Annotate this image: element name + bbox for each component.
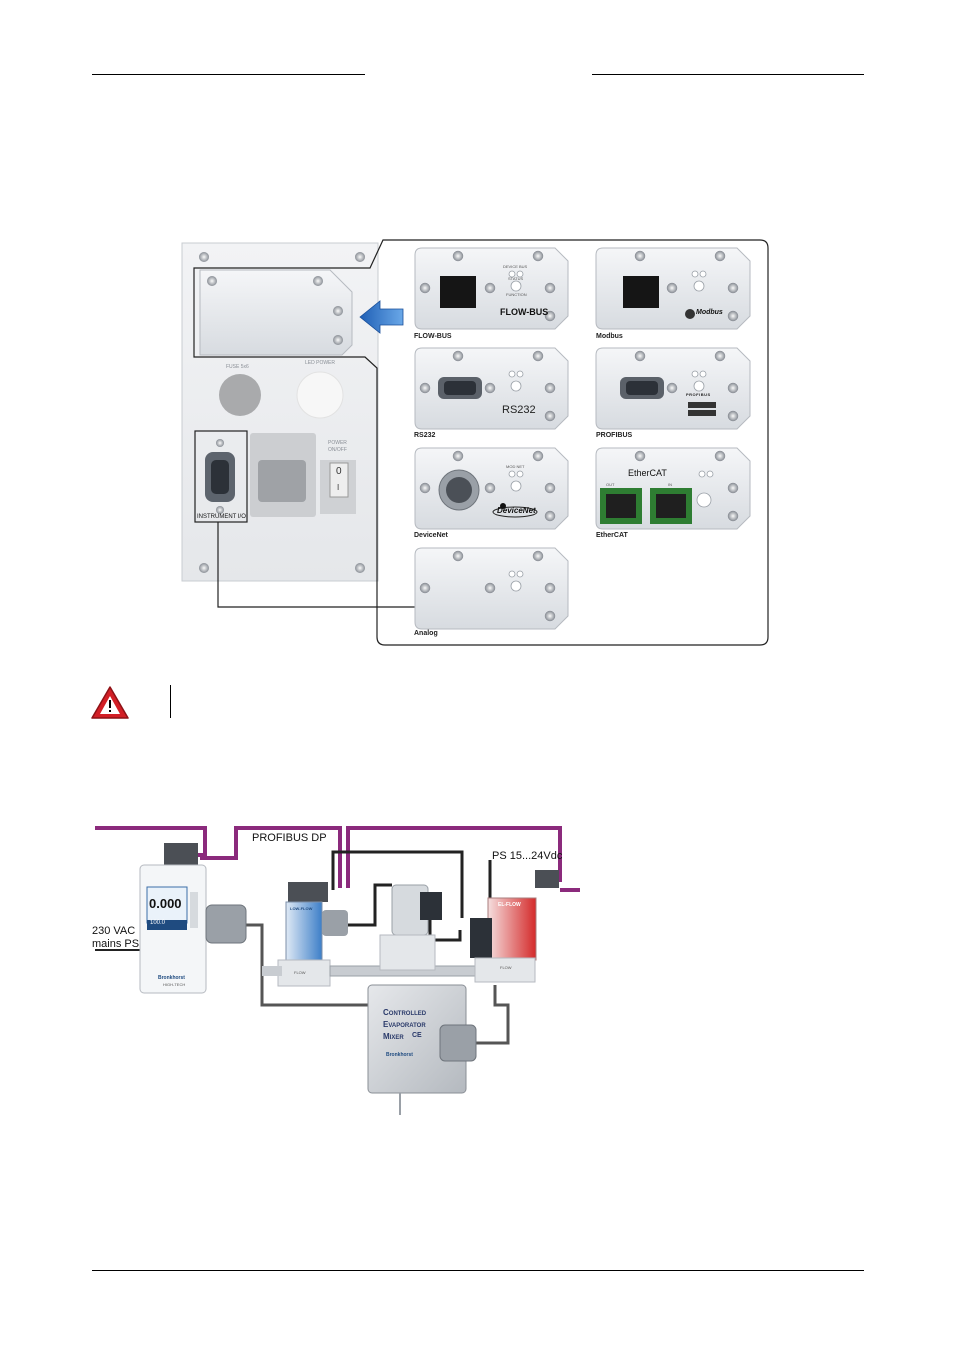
brand-cem: Bronkhorst xyxy=(386,1052,413,1058)
instrument-io-label: INSTRUMENT I/O xyxy=(197,514,246,520)
led-label-device-bus: DEVICE BUS xyxy=(503,264,528,269)
module-caption-rs232: RS232 xyxy=(414,432,436,439)
power-switch-label: POWER ON/OFF xyxy=(328,440,347,453)
cem-line-2: Evaporator xyxy=(383,1020,426,1029)
brand-readout-sub: HIGH-TECH xyxy=(163,982,186,987)
header-rule-right xyxy=(592,74,864,75)
module-logo-devicenet: DeviceNet xyxy=(497,506,536,515)
led-label-mod-net: MOD NET xyxy=(506,464,525,469)
module-logo-profibus: PROFIBUS xyxy=(686,392,711,397)
readout-value: 0.000 xyxy=(149,896,182,911)
profibus-dp-label: PROFIBUS DP xyxy=(252,832,327,844)
led-label-in: IN xyxy=(668,482,672,487)
flow-tag-left: FLOW xyxy=(294,970,306,975)
ps-label: PS 15...24Vdc xyxy=(492,850,563,862)
readout-small-value: 100.0 xyxy=(150,920,166,926)
led-label-out: OUT xyxy=(606,482,615,487)
brand-readout: Bronkhorst xyxy=(158,975,185,981)
flow-tag-right: FLOW xyxy=(500,965,512,970)
led-label-status: STATUS xyxy=(508,276,524,281)
led-label-function: FUNCTION xyxy=(506,292,527,297)
module-logo-flowbus: FLOW-BUS xyxy=(500,307,549,317)
module-caption-modbus: Modbus xyxy=(596,333,623,340)
header-rule-left xyxy=(92,74,365,75)
module-caption-ethercat: EtherCAT xyxy=(596,532,628,539)
switch-off-mark: I xyxy=(337,483,340,492)
module-caption-flowbus: FLOW-BUS xyxy=(414,333,452,340)
cem-line-1: Controlled xyxy=(383,1008,427,1017)
module-logo-rs232: RS232 xyxy=(502,404,536,416)
mains-label-2: mains PS xyxy=(92,938,140,950)
mains-label-1: 230 VAC xyxy=(92,925,136,937)
module-caption-analog: Analog xyxy=(414,630,438,637)
switch-on-mark: 0 xyxy=(336,466,342,477)
module-logo-modbus: Modbus xyxy=(696,309,723,316)
module-logo-ethercat: EtherCAT xyxy=(628,468,667,478)
module-caption-devicenet: DeviceNet xyxy=(414,532,448,539)
lowflow-label: LOW-FLOW xyxy=(290,906,313,911)
warning-icon xyxy=(91,686,129,719)
warning-separator xyxy=(170,685,171,718)
cem-line-3: Mixer xyxy=(383,1032,404,1041)
fuse-label: FUSE 5x6 xyxy=(226,364,249,370)
footer-rule xyxy=(92,1270,864,1271)
cem-ce-mark: CE xyxy=(412,1032,422,1039)
module-caption-profibus: PROFIBUS xyxy=(596,432,633,439)
elflow-label: EL-FLOW xyxy=(498,902,521,908)
led-power-label: LED POWER xyxy=(305,360,336,366)
